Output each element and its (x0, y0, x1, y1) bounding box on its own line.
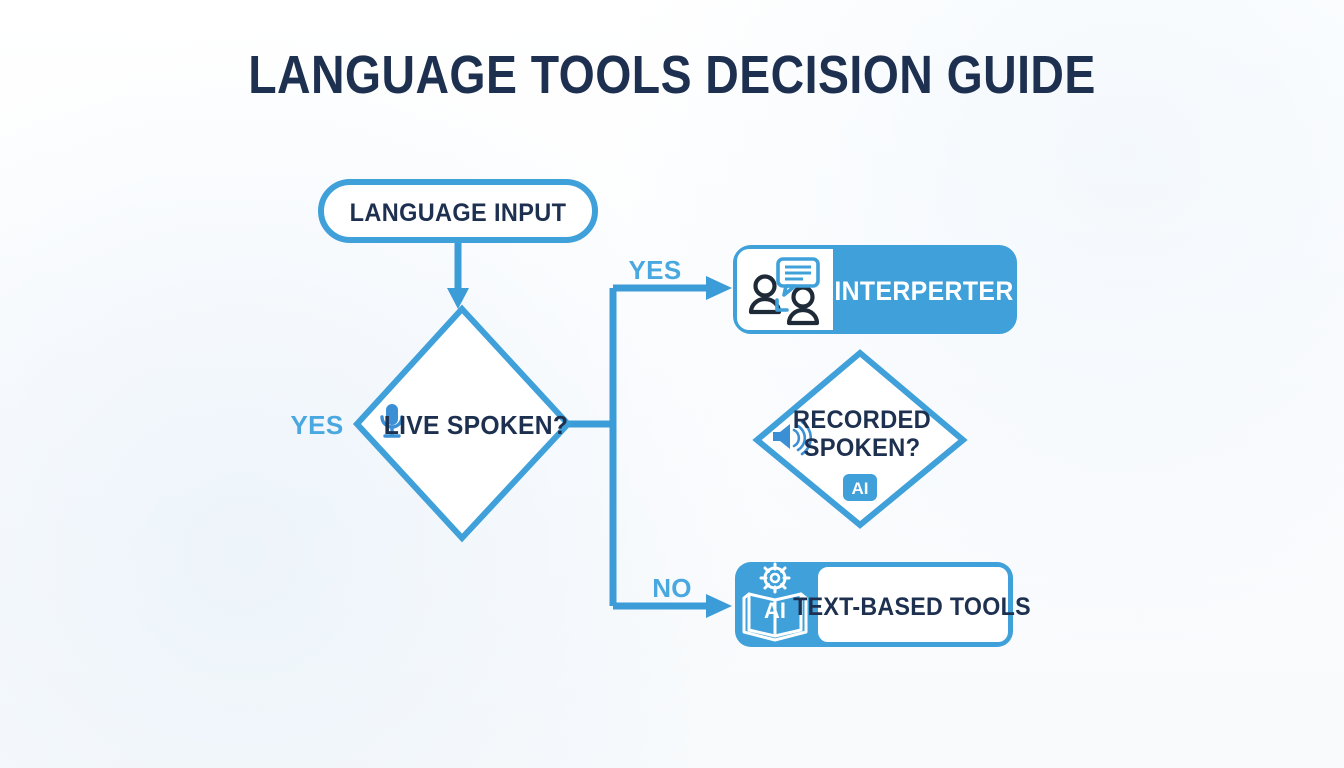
recorded-spoken-label-line1: RECORDED (793, 406, 931, 434)
edge-live-split (567, 288, 617, 606)
node-recorded-spoken[interactable]: RECORDED SPOKEN? AI (752, 349, 968, 529)
edge-label-no: NO (652, 573, 692, 603)
ai-badge-label: AI (852, 479, 869, 498)
connector-group: YES NO YES (291, 240, 732, 618)
page-title: LANGUAGE TOOLS DECISION GUIDE (248, 45, 1096, 105)
live-spoken-shape (352, 304, 573, 543)
edge-no-to-text-tools (613, 594, 732, 618)
text-tools-text-panel (814, 563, 1012, 646)
node-language-input[interactable]: LANGUAGE INPUT (318, 179, 598, 243)
text-tools-label: TEXT-BASED TOOLS (793, 593, 1031, 621)
book-ai-label: AI (764, 598, 786, 623)
language-input-shape (318, 179, 598, 243)
two-people-speech-bubble-icon (748, 257, 820, 326)
recorded-spoken-label-line2: SPOKEN? (804, 434, 921, 462)
node-interpreter[interactable]: INTERPERTER (733, 245, 1017, 334)
ai-badge: AI (843, 474, 877, 501)
edge-label-yes-top: YES (629, 255, 682, 285)
book-gear-ai-icon: AI (742, 562, 808, 642)
speaker-waves-icon (773, 420, 812, 456)
node-text-based-tools[interactable]: AI TEXT-BASED TOOLS (735, 562, 1031, 647)
edge-start-to-live (447, 240, 469, 309)
node-live-spoken[interactable]: LIVE SPOKEN? (352, 304, 573, 543)
live-spoken-label: LIVE SPOKEN? (384, 411, 568, 440)
edge-yes-to-interpreter (613, 276, 732, 300)
edge-label-yes-left: YES (291, 410, 344, 440)
recorded-spoken-shape (752, 349, 968, 529)
microphone-icon (380, 404, 404, 438)
language-input-label: LANGUAGE INPUT (350, 199, 567, 227)
interpreter-label: INTERPERTER (834, 277, 1013, 306)
